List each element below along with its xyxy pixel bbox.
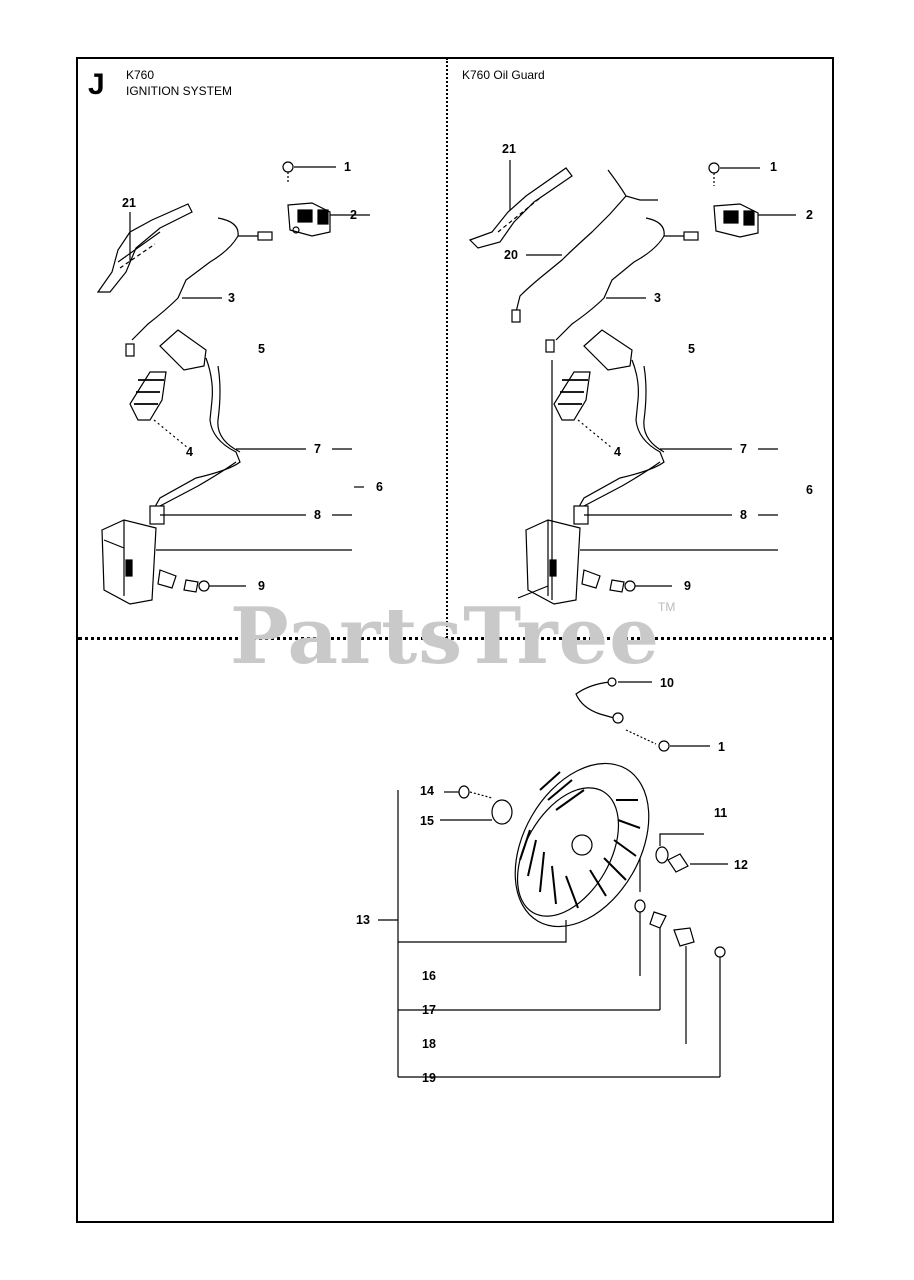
ground-cable-icon xyxy=(575,677,710,752)
ignition-module-icon-right xyxy=(517,360,778,605)
callout-6: 6 xyxy=(376,480,383,494)
callout-6-right: 6 xyxy=(806,483,813,497)
callout-3-right: 3 xyxy=(654,291,661,305)
callout-9-right: 9 xyxy=(684,579,691,593)
ht-lead-icon-right xyxy=(575,359,778,513)
callout-2: 2 xyxy=(350,208,357,222)
watermark-trademark: TM xyxy=(658,600,676,614)
panel-divider-vertical xyxy=(446,58,448,638)
callout-8: 8 xyxy=(314,508,321,522)
callout-11: 11 xyxy=(714,806,728,820)
callout-16: 16 xyxy=(422,969,436,983)
ht-lead-icon xyxy=(151,357,352,513)
section-letter: J xyxy=(88,68,105,101)
callout-4-right: 4 xyxy=(614,445,621,459)
callout-21: 21 xyxy=(122,196,136,210)
stop-switch-icon-right xyxy=(468,160,573,249)
screws-icon-right xyxy=(581,569,672,593)
callout-1-bottom: 1 xyxy=(718,740,725,754)
right-panel-title: K760 Oil Guard xyxy=(462,68,545,82)
callout-17: 17 xyxy=(422,1003,436,1017)
callout-7-right: 7 xyxy=(740,442,747,456)
callout-21-right: 21 xyxy=(502,142,516,156)
screws-icon xyxy=(157,569,246,593)
cable-icon-right xyxy=(545,217,699,353)
panel-divider-horizontal xyxy=(78,637,834,640)
flywheel-icon xyxy=(514,762,650,928)
spark-plug-icon-right xyxy=(553,329,633,449)
callout-10: 10 xyxy=(660,676,674,690)
ignition-module-icon xyxy=(101,505,352,605)
callout-18: 18 xyxy=(422,1037,436,1051)
callout-1-right: 1 xyxy=(770,160,777,174)
callout-2-right: 2 xyxy=(806,208,813,222)
callout-7: 7 xyxy=(314,442,321,456)
left-panel-title: IGNITION SYSTEM xyxy=(126,84,233,98)
diagram-frame xyxy=(76,57,834,1223)
callout-15: 15 xyxy=(420,814,434,828)
callout-5: 5 xyxy=(258,342,265,356)
callout-5-right: 5 xyxy=(688,342,695,356)
left-panel-model: K760 xyxy=(126,68,155,82)
callout-4: 4 xyxy=(186,445,193,459)
oil-guard-cable-icon xyxy=(511,169,658,323)
flywheel-parts-icon xyxy=(378,785,728,1078)
callout-3: 3 xyxy=(228,291,235,305)
callout-1: 1 xyxy=(344,160,351,174)
callout-12: 12 xyxy=(734,858,748,872)
screw-icon xyxy=(282,161,336,184)
callout-9: 9 xyxy=(258,579,265,593)
screw-icon-right xyxy=(708,162,760,186)
callout-20-right: 20 xyxy=(504,248,518,262)
ignition-switch-icon-right xyxy=(713,203,796,238)
callout-19: 19 xyxy=(422,1071,436,1085)
callout-8-right: 8 xyxy=(740,508,747,522)
cable-icon xyxy=(125,217,273,357)
ignition-switch-icon xyxy=(287,202,370,237)
callout-14: 14 xyxy=(420,784,434,798)
watermark: PartsTree xyxy=(230,591,660,682)
callout-13: 13 xyxy=(356,913,370,927)
stop-switch-icon xyxy=(96,203,193,293)
spark-plug-icon xyxy=(129,329,207,449)
